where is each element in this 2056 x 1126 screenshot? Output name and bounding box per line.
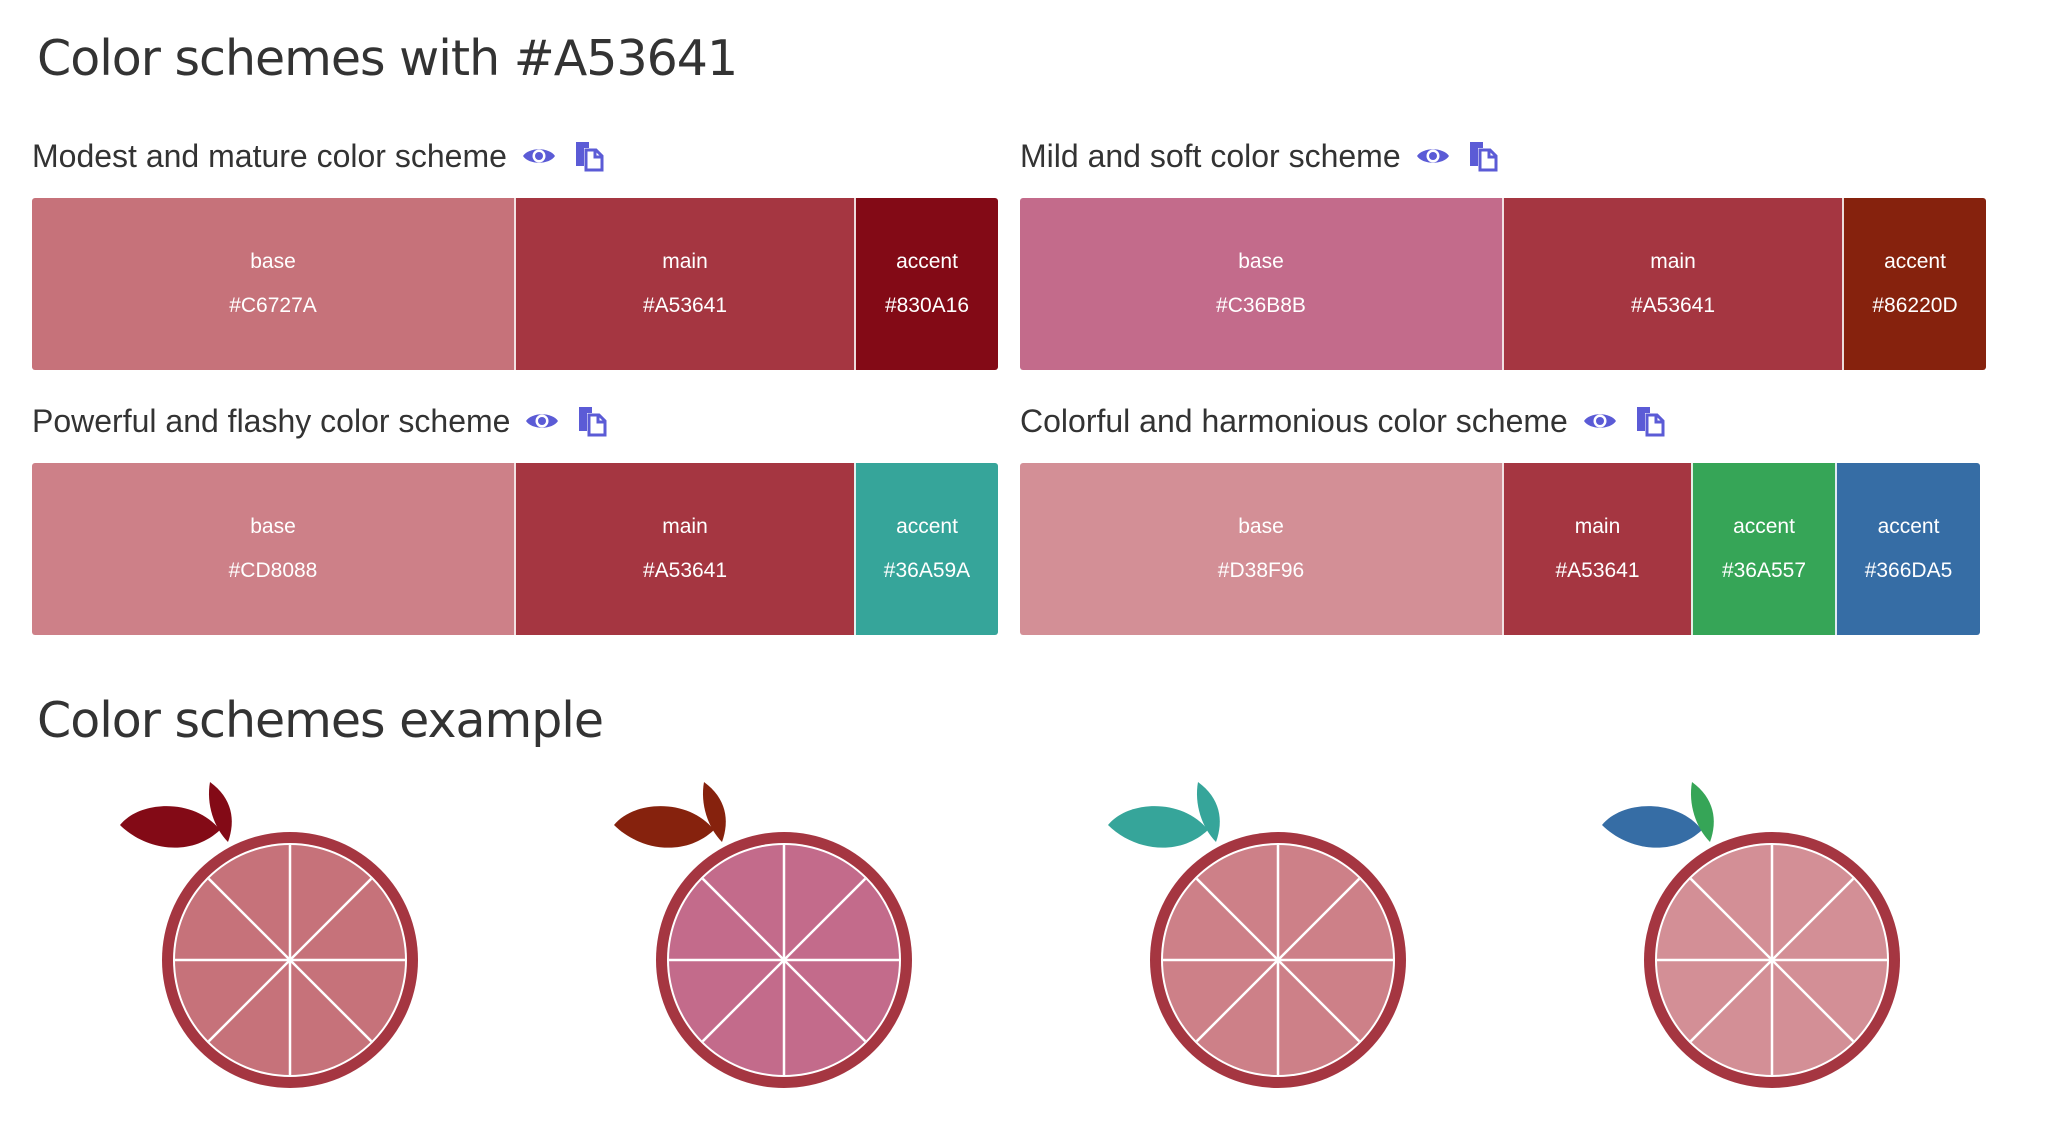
swatch-base[interactable]: base #D38F96 bbox=[1020, 463, 1502, 635]
scheme-title: Mild and soft color scheme bbox=[1020, 137, 1401, 174]
section-title: Color schemes example bbox=[37, 692, 604, 749]
eye-icon[interactable] bbox=[1413, 136, 1453, 176]
swatch-hex: #36A557 bbox=[1721, 559, 1807, 582]
fruit-illustration bbox=[120, 782, 418, 1088]
scheme-title: Powerful and flashy color scheme bbox=[32, 402, 511, 439]
swatch-main[interactable]: main #A53641 bbox=[1502, 463, 1691, 635]
segment-line bbox=[1689, 877, 1855, 1043]
fruit-illustration bbox=[1602, 782, 1900, 1088]
swatch-hex: #D38F96 bbox=[1217, 559, 1305, 582]
swatch-hex: #A53641 bbox=[1630, 294, 1716, 317]
scheme-header: Mild and soft color scheme bbox=[1020, 132, 1986, 180]
swatch-role: base bbox=[1238, 515, 1284, 538]
scheme-header: Colorful and harmonious color scheme bbox=[1020, 397, 1980, 445]
palette: base #D38F96 main #A53641 accent #36A557… bbox=[1020, 463, 1980, 635]
copy-icon[interactable] bbox=[569, 136, 609, 176]
swatch-role: base bbox=[250, 250, 296, 273]
examples bbox=[0, 780, 2056, 1100]
scheme-modest-mature: Modest and mature color scheme base #C67… bbox=[32, 132, 998, 370]
swatch-accent[interactable]: accent #830A16 bbox=[854, 198, 998, 370]
swatch-hex: #830A16 bbox=[884, 294, 970, 317]
example-fruit bbox=[614, 780, 934, 1100]
swatch-accent[interactable]: accent #86220D bbox=[1842, 198, 1986, 370]
copy-icon[interactable] bbox=[1630, 401, 1670, 441]
swatch-base[interactable]: base #CD8088 bbox=[32, 463, 514, 635]
swatch-role: accent bbox=[896, 515, 958, 538]
swatch-base[interactable]: base #C6727A bbox=[32, 198, 514, 370]
copy-icon[interactable] bbox=[1463, 136, 1503, 176]
palette: base #CD8088 main #A53641 accent #36A59A bbox=[32, 463, 998, 635]
swatch-main[interactable]: main #A53641 bbox=[514, 198, 854, 370]
stem-shape bbox=[702, 782, 726, 842]
swatch-role: base bbox=[1238, 250, 1284, 273]
copy-icon[interactable] bbox=[572, 401, 612, 441]
swatch-main[interactable]: main #A53641 bbox=[1502, 198, 1842, 370]
scheme-colorful-harmonious: Colorful and harmonious color scheme bas… bbox=[1020, 397, 1980, 635]
example-fruit bbox=[1108, 780, 1428, 1100]
stem-shape bbox=[1690, 782, 1714, 842]
eye-icon[interactable] bbox=[1580, 401, 1620, 441]
scheme-title: Colorful and harmonious color scheme bbox=[1020, 402, 1568, 439]
swatch-hex: #C6727A bbox=[229, 294, 317, 317]
stem-shape bbox=[1196, 782, 1220, 842]
example-fruit bbox=[1602, 780, 1922, 1100]
swatch-role: main bbox=[662, 250, 708, 273]
segment-line bbox=[207, 877, 373, 1043]
segment-line bbox=[1195, 877, 1361, 1043]
swatch-hex: #A53641 bbox=[642, 559, 728, 582]
segment-line bbox=[701, 877, 867, 1043]
eye-icon[interactable] bbox=[519, 136, 559, 176]
swatch-hex: #C36B8B bbox=[1216, 294, 1306, 317]
swatch-role: main bbox=[1650, 250, 1696, 273]
swatch-accent-secondary[interactable]: accent #366DA5 bbox=[1835, 463, 1980, 635]
swatch-main[interactable]: main #A53641 bbox=[514, 463, 854, 635]
swatch-role: base bbox=[250, 515, 296, 538]
leaf-shape bbox=[1108, 806, 1208, 848]
swatch-hex: #366DA5 bbox=[1864, 559, 1953, 582]
scheme-powerful-flashy: Powerful and flashy color scheme base #C… bbox=[32, 397, 998, 635]
swatch-accent[interactable]: accent #36A557 bbox=[1691, 463, 1835, 635]
scheme-mild-soft: Mild and soft color scheme base #C36B8B … bbox=[1020, 132, 1986, 370]
stem-shape bbox=[208, 782, 232, 842]
swatch-role: accent bbox=[1733, 515, 1795, 538]
swatch-role: accent bbox=[1877, 515, 1940, 538]
swatch-role: main bbox=[662, 515, 708, 538]
swatch-base[interactable]: base #C36B8B bbox=[1020, 198, 1502, 370]
swatch-role: main bbox=[1574, 515, 1621, 538]
swatch-hex: #A53641 bbox=[642, 294, 728, 317]
palette: base #C36B8B main #A53641 accent #86220D bbox=[1020, 198, 1986, 370]
fruit-illustration bbox=[614, 782, 912, 1088]
leaf-shape bbox=[614, 806, 714, 848]
leaf-shape bbox=[1602, 806, 1702, 848]
swatch-hex: #86220D bbox=[1872, 294, 1958, 317]
leaf-shape bbox=[120, 806, 220, 848]
palette: base #C6727A main #A53641 accent #830A16 bbox=[32, 198, 998, 370]
swatch-accent[interactable]: accent #36A59A bbox=[854, 463, 998, 635]
swatch-hex: #36A59A bbox=[883, 559, 971, 582]
scheme-title: Modest and mature color scheme bbox=[32, 137, 507, 174]
fruit-illustration bbox=[1108, 782, 1406, 1088]
swatch-role: accent bbox=[1884, 250, 1946, 273]
scheme-header: Powerful and flashy color scheme bbox=[32, 397, 998, 445]
eye-icon[interactable] bbox=[522, 401, 562, 441]
swatch-hex: #A53641 bbox=[1555, 559, 1640, 582]
scheme-header: Modest and mature color scheme bbox=[32, 132, 998, 180]
example-fruit bbox=[120, 780, 440, 1100]
swatch-role: accent bbox=[896, 250, 958, 273]
swatch-hex: #CD8088 bbox=[228, 559, 318, 582]
page-title: Color schemes with #A53641 bbox=[37, 30, 738, 87]
